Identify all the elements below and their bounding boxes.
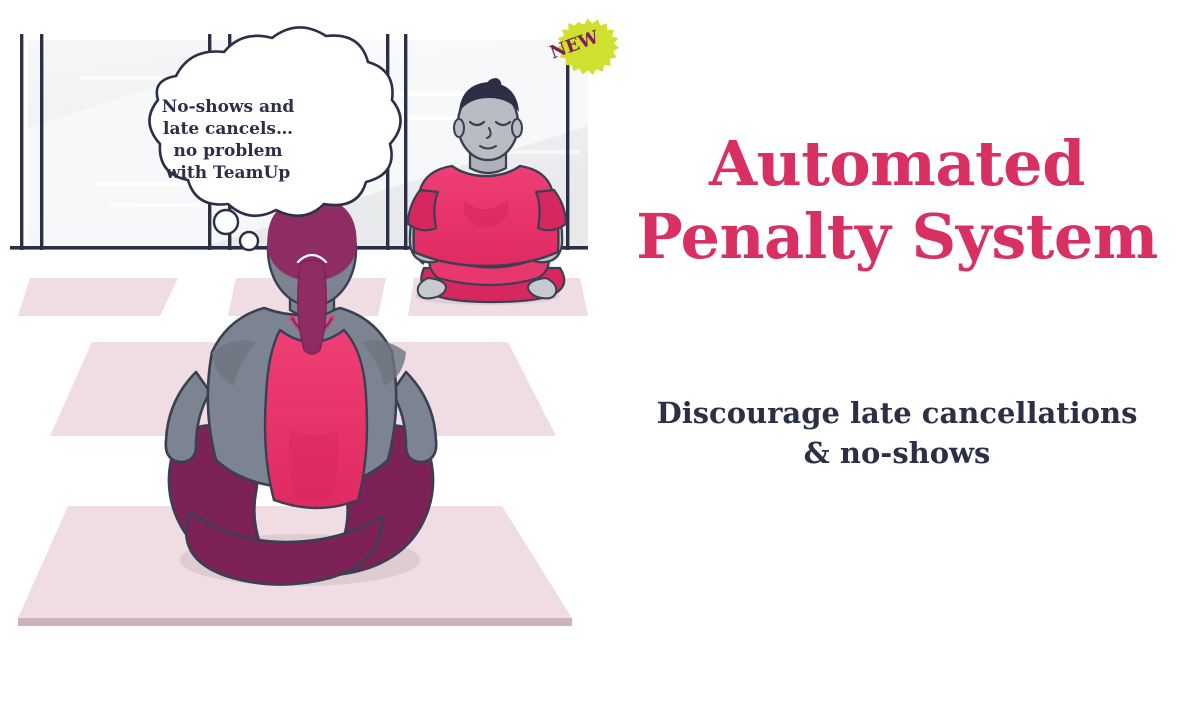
subhead-line-2: & no-shows: [803, 435, 991, 470]
thought-line-3: with TeamUp: [165, 163, 291, 183]
thought-bubble: No-shows and late cancels… no problem wi…: [148, 26, 402, 252]
thought-bubble-shape: [148, 26, 402, 218]
hair-tie-icon: [296, 253, 328, 264]
page-title: Automated Penalty System: [627, 127, 1167, 273]
headline-line-1: Automated: [709, 127, 1085, 200]
thought-line-1: late cancels…: [163, 119, 293, 139]
woman-arm-right: [390, 370, 438, 464]
woman-arm-left: [164, 370, 212, 464]
mat-front-edge: [18, 618, 572, 626]
promo-copy: Automated Penalty System Discourage late…: [600, 0, 1194, 726]
man-hair: [459, 82, 519, 112]
thought-line-0: No-shows and: [162, 97, 295, 117]
woman-back-view-meditating: [164, 192, 438, 586]
page-subtitle: Discourage late cancellations & no-shows: [627, 393, 1167, 473]
yoga-studio-illustration: NEW: [0, 0, 620, 660]
woman-ponytail: [297, 259, 327, 355]
subhead-line-1: Discourage late cancellations: [656, 395, 1138, 430]
mat-back-left: [18, 278, 178, 316]
thought-line-2: no problem: [174, 141, 283, 161]
man-lotus-meditating: [406, 78, 568, 305]
headline-line-2: Penalty System: [636, 199, 1158, 273]
woman-hair: [267, 196, 357, 282]
